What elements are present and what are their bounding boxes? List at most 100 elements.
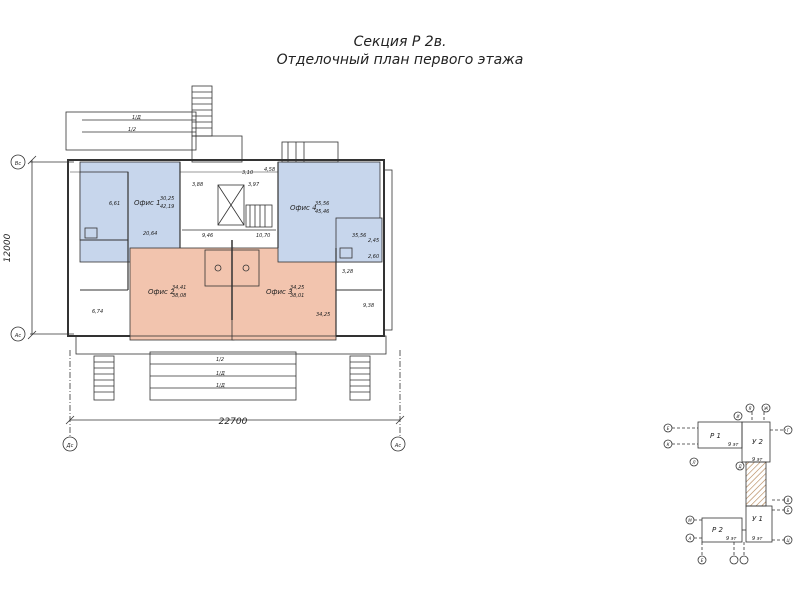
bottom-left-stair <box>93 355 115 401</box>
key-block-r2: Р 2 <box>712 526 723 534</box>
office-2-area-top: 34,41 <box>172 285 186 291</box>
axis-label-bottom-left: Дс <box>66 443 74 449</box>
key-axis-label: В <box>787 498 790 503</box>
key-floors: 9 эт <box>752 457 764 463</box>
room-area: 9,46 <box>202 233 213 239</box>
key-axis-label: М <box>688 518 692 523</box>
entrance-vestibule <box>191 135 243 163</box>
key-axis-bubble <box>745 403 755 413</box>
axis-label-top: Вс <box>15 161 21 167</box>
key-axis-label: А <box>688 536 692 541</box>
wc-left <box>84 227 98 239</box>
plan-title-line2: Отделочный план первого этажа <box>276 52 524 68</box>
key-axis-bubble <box>783 425 793 435</box>
key-axis-bubble <box>761 403 771 413</box>
key-axis-bubble <box>729 555 739 565</box>
key-axis-bubble <box>685 515 695 525</box>
office-3-name: Офис 3 <box>266 288 293 296</box>
ramp-dim-5: 1/Д <box>216 383 225 389</box>
office-1-area-top: 30,25 <box>160 196 174 202</box>
axis-label-bottom-right: Ас <box>394 443 401 449</box>
key-block-u1: У 1 <box>752 515 763 523</box>
office-3-area-top: 34,25 <box>290 285 304 291</box>
room-area: 6,61 <box>109 201 120 207</box>
stair-flight <box>245 204 273 228</box>
plan-title-line1: Секция Р 2в. <box>353 34 447 50</box>
key-plan <box>663 403 793 565</box>
office-4-area-top: 35,56 <box>315 201 329 207</box>
wc-right <box>339 247 353 259</box>
key-floors: 9 эт <box>728 442 740 448</box>
key-floors: 9 эт <box>752 536 764 542</box>
key-axis-bubble <box>733 411 743 421</box>
key-axis-label: Е <box>667 426 670 431</box>
ramp-dim-1: 1/Д <box>132 115 141 121</box>
office-1-area-bottom: 42,19 <box>160 204 174 210</box>
room-area: 4,58 <box>264 167 275 173</box>
key-axis-label: Л <box>691 460 695 465</box>
office-2-name: Офис 2 <box>148 288 175 296</box>
axis-label-bottom: Ас <box>14 333 21 339</box>
stair-core <box>217 184 245 226</box>
key-axis-label: Г <box>787 428 790 433</box>
key-axis-label: Д <box>737 464 741 469</box>
key-axis-label: Я <box>748 406 752 411</box>
room-area: 3,28 <box>342 269 353 275</box>
key-block-u2: У 2 <box>752 438 763 446</box>
front-porch <box>75 335 387 355</box>
office-1-name: Офис 1 <box>134 199 161 207</box>
key-axis-bubble <box>697 555 707 565</box>
room-area: 35,56 <box>352 233 366 239</box>
key-axis-label: Ж <box>763 406 769 411</box>
key-axis-bubble <box>735 461 745 471</box>
ramp-dim-2: 1/2 <box>128 127 136 133</box>
room-area: 34,25 <box>316 312 330 318</box>
office-2-area <box>129 247 235 341</box>
room-area: 3,10 <box>242 170 253 176</box>
room-area: 6,74 <box>92 309 103 315</box>
office-1-side-room <box>79 171 129 241</box>
room-area: 2,45 <box>368 238 379 244</box>
office-4-area-bottom: 45,46 <box>315 209 329 215</box>
main-plan <box>10 85 406 452</box>
top-stair <box>191 85 213 137</box>
ramp-dim-3: 1/2 <box>216 357 224 363</box>
office-4-name: Офис 4 <box>290 204 317 212</box>
block-hatched <box>745 461 767 507</box>
right-entrance-steps <box>281 141 339 163</box>
key-axis-label: Б <box>787 508 790 513</box>
room-area: 9,38 <box>363 303 374 309</box>
office-3-area-bottom: 38,01 <box>290 293 304 299</box>
axis-bubble-bottom <box>10 326 26 342</box>
dim-tick <box>27 155 37 165</box>
horizontal-dimension: 22700 <box>219 417 248 427</box>
key-axis-label: Ц <box>786 538 789 543</box>
dim-tick <box>27 330 37 340</box>
key-axis-bubble <box>783 535 793 545</box>
room-area: 20,64 <box>143 231 157 237</box>
office-2-area-bottom: 38,08 <box>172 293 186 299</box>
key-axis-bubble <box>739 555 749 565</box>
key-axis-bubble <box>685 533 695 543</box>
room-area: 2,60 <box>368 254 379 260</box>
key-floors: 9 эт <box>726 536 738 542</box>
key-axis-label: К <box>667 442 670 447</box>
room-area: 3,88 <box>192 182 203 188</box>
axis-bubble-top <box>10 154 26 170</box>
right-outer-wall <box>383 169 393 331</box>
axis-bubble-left-bottom <box>62 436 78 452</box>
key-axis-bubble <box>783 495 793 505</box>
ramp-dim-4: 1/Д <box>216 371 225 377</box>
room-area: 10,70 <box>256 233 270 239</box>
key-axis-bubble <box>663 439 673 449</box>
top-ramp <box>65 111 197 151</box>
key-axis-label: И <box>737 414 740 419</box>
office-4-side-room <box>335 217 383 263</box>
key-axis-bubble <box>689 457 699 467</box>
vertical-dimension: 12000 <box>3 233 13 262</box>
axis-bubble-right-bottom <box>390 436 406 452</box>
key-axis-bubble <box>783 505 793 515</box>
key-axis-label: Е <box>701 558 704 563</box>
block-u1 <box>745 505 773 543</box>
